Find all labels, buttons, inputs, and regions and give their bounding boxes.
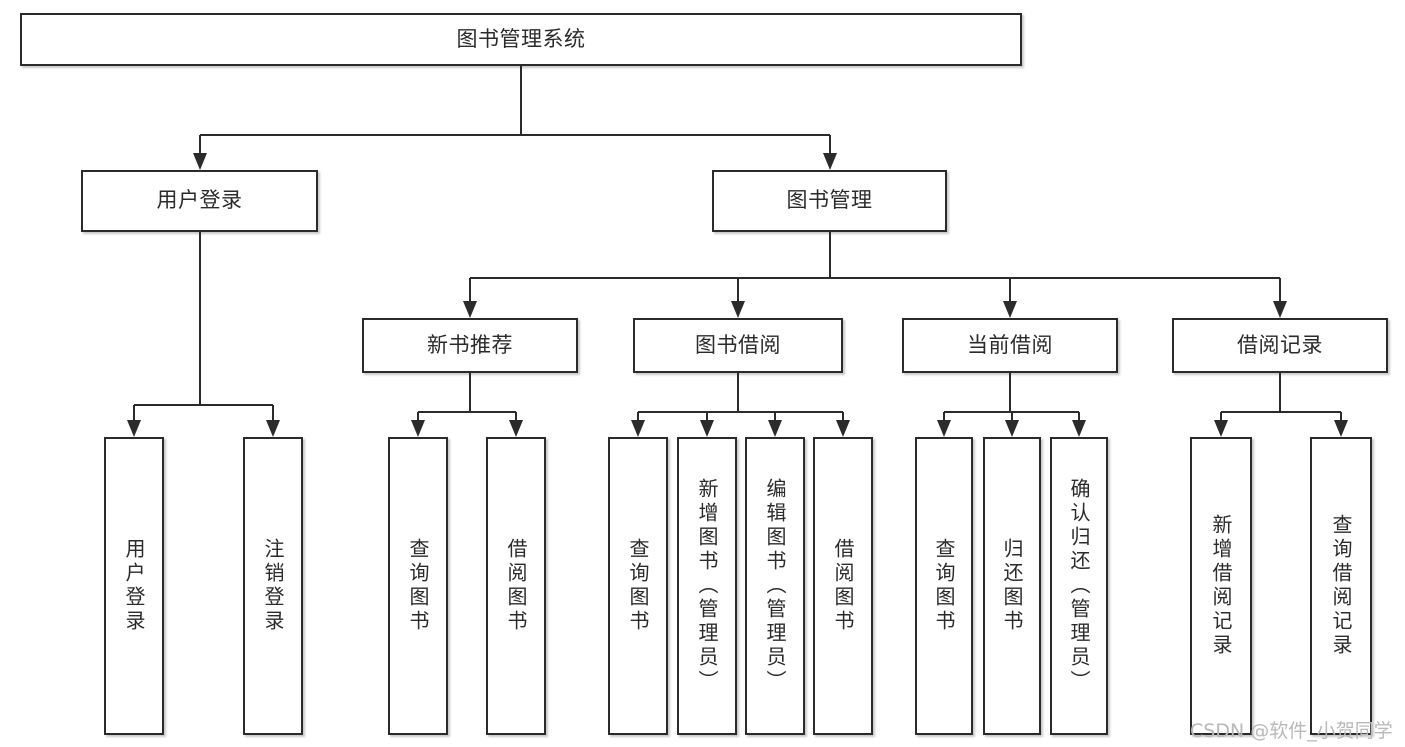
node-leaf-confirm-return-admin[interactable]: 确认归还（管理员）	[1050, 437, 1108, 735]
node-leaf-add-borrow-record[interactable]: 新增借阅记录	[1190, 437, 1252, 735]
node-label: 用户登录	[156, 188, 243, 213]
node-label: 查询图书	[406, 538, 430, 634]
connector-line-vertical	[417, 412, 419, 420]
connector-line-vertical	[1009, 373, 1011, 412]
connector-line-horizontal	[1221, 411, 1341, 413]
arrowhead-icon	[1005, 420, 1019, 437]
node-new-book-recommend[interactable]: 新书推荐	[362, 318, 578, 373]
node-current-borrow[interactable]: 当前借阅	[902, 318, 1118, 373]
connector-line-vertical	[520, 66, 522, 135]
connector-line-vertical	[706, 412, 708, 420]
connector-line-vertical	[469, 278, 471, 301]
connector-line-vertical	[737, 373, 739, 412]
connector-line-vertical	[943, 412, 945, 420]
node-borrow-record[interactable]: 借阅记录	[1172, 318, 1388, 373]
node-label: 新增借阅记录	[1209, 514, 1233, 658]
connector-line-vertical	[637, 412, 639, 420]
node-label: 当前借阅	[967, 332, 1053, 357]
node-label: 图书管理系统	[456, 26, 586, 51]
node-label: 新增图书（管理员）	[695, 478, 719, 694]
connector-line-vertical	[198, 135, 201, 153]
arrowhead-icon	[509, 420, 523, 437]
node-leaf-user-login[interactable]: 用户登录	[104, 437, 164, 735]
arrowhead-icon	[1072, 420, 1086, 437]
connector-line-vertical	[515, 412, 517, 420]
node-label: 借阅记录	[1237, 332, 1323, 357]
arrowhead-icon	[631, 420, 645, 437]
connector-line-vertical	[198, 232, 201, 405]
node-leaf-query-book-a[interactable]: 查询图书	[388, 437, 448, 735]
node-leaf-query-borrow-record[interactable]: 查询借阅记录	[1310, 437, 1372, 735]
arrowhead-icon	[836, 420, 850, 437]
arrowhead-icon	[1273, 301, 1287, 318]
arrowhead-icon	[822, 153, 837, 170]
connector-line-vertical	[774, 412, 776, 420]
node-label: 借阅图书	[504, 538, 528, 634]
node-root-book-management-system[interactable]: 图书管理系统	[20, 13, 1022, 66]
connector-line-vertical	[1078, 412, 1080, 420]
node-book-management[interactable]: 图书管理	[712, 170, 947, 232]
node-label: 新书推荐	[427, 332, 513, 357]
connector-line-vertical	[1011, 412, 1013, 420]
node-leaf-borrow-book-a[interactable]: 借阅图书	[486, 437, 546, 735]
node-leaf-query-book-c[interactable]: 查询图书	[915, 437, 973, 735]
arrowhead-icon	[937, 420, 951, 437]
connector-line-horizontal	[638, 411, 843, 413]
connector-line-vertical	[828, 135, 831, 153]
connector-line-horizontal	[470, 277, 1280, 279]
node-label: 归还图书	[1000, 538, 1024, 634]
node-label: 查询图书	[626, 538, 650, 634]
node-leaf-add-book-admin[interactable]: 新增图书（管理员）	[677, 437, 737, 735]
connector-line-vertical	[133, 405, 135, 420]
node-label: 注销登录	[261, 538, 285, 634]
node-label: 编辑图书（管理员）	[763, 478, 787, 694]
connector-line-vertical	[1279, 373, 1281, 412]
connector-line-vertical	[828, 232, 831, 278]
arrowhead-icon	[768, 420, 782, 437]
node-book-borrow[interactable]: 图书借阅	[633, 318, 843, 373]
node-user-login[interactable]: 用户登录	[81, 170, 318, 232]
node-label: 查询借阅记录	[1329, 514, 1353, 658]
node-label: 图书借阅	[695, 332, 781, 357]
arrowhead-icon	[127, 420, 141, 437]
connector-line-horizontal	[418, 411, 516, 413]
connector-line-horizontal	[134, 404, 273, 406]
node-leaf-query-book-b[interactable]: 查询图书	[608, 437, 668, 735]
node-label: 借阅图书	[831, 538, 855, 634]
node-leaf-borrow-book-b[interactable]: 借阅图书	[813, 437, 873, 735]
arrowhead-icon	[731, 301, 745, 318]
connector-line-vertical	[1009, 278, 1011, 301]
node-leaf-logout[interactable]: 注销登录	[243, 437, 303, 735]
node-label: 确认归还（管理员）	[1067, 478, 1091, 694]
arrowhead-icon	[463, 301, 477, 318]
node-label: 图书管理	[786, 188, 873, 213]
connector-line-vertical	[737, 278, 739, 301]
node-leaf-return-book[interactable]: 归还图书	[983, 437, 1041, 735]
connector-line-vertical	[272, 405, 274, 420]
connector-line-vertical	[1340, 412, 1342, 420]
node-label: 查询图书	[932, 538, 956, 634]
arrowhead-icon	[266, 420, 280, 437]
node-leaf-edit-book-admin[interactable]: 编辑图书（管理员）	[745, 437, 805, 735]
arrowhead-icon	[411, 420, 425, 437]
connector-line-vertical	[469, 373, 471, 412]
arrowhead-icon	[1334, 420, 1348, 437]
connector-line-horizontal	[199, 134, 830, 136]
connector-line-vertical	[1279, 278, 1281, 301]
node-label: 用户登录	[122, 538, 146, 634]
connector-line-vertical	[842, 412, 844, 420]
arrowhead-icon	[700, 420, 714, 437]
connector-line-vertical	[1220, 412, 1222, 420]
arrowhead-icon	[1214, 420, 1228, 437]
arrowhead-icon	[192, 153, 207, 170]
arrowhead-icon	[1003, 301, 1017, 318]
